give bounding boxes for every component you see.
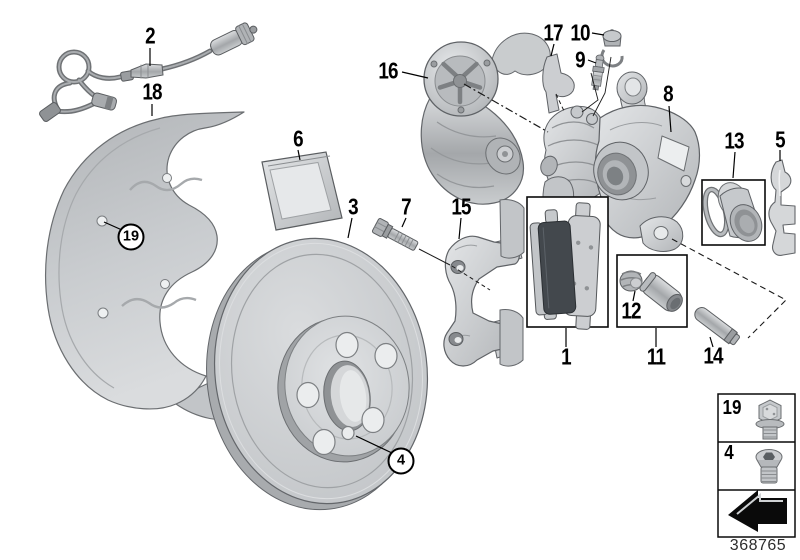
callout-15[interactable]: 15 (451, 193, 471, 220)
callout-14[interactable]: 14 (703, 342, 723, 369)
guide-pin (694, 307, 740, 346)
dust-cap (600, 29, 624, 68)
hex-flange-bolt-icon (755, 399, 785, 440)
callout-17[interactable]: 17 (543, 19, 563, 46)
inner-brake-pad (529, 209, 577, 320)
caliper-bridge-window (657, 135, 690, 172)
piston (717, 182, 763, 242)
guide-bushing (639, 272, 683, 312)
lug-holes (296, 331, 398, 456)
cable-plug (39, 102, 61, 122)
callout-10[interactable]: 10 (570, 19, 590, 46)
carrier-bolt (371, 218, 419, 251)
bleeder-valve (591, 54, 605, 91)
guide-bushing-box (616, 254, 688, 328)
leader-lines (103, 32, 781, 454)
cable-connector (210, 22, 258, 56)
caliper-guide-hole (653, 226, 669, 240)
callout-2[interactable]: 2 (145, 22, 155, 49)
callout-19-circled[interactable]: 19 (117, 223, 145, 251)
callout-6[interactable]: 6 (293, 125, 303, 152)
parking-brake-actuator (420, 32, 551, 205)
legend-table (717, 393, 796, 538)
callout-5[interactable]: 5 (775, 126, 785, 153)
callout-8[interactable]: 8 (663, 80, 673, 107)
piston-box (701, 179, 766, 246)
callout-3[interactable]: 3 (348, 193, 358, 220)
callout-11[interactable]: 11 (646, 343, 666, 370)
legend-row-4-label: 4 (724, 442, 734, 464)
callout-13[interactable]: 13 (724, 127, 744, 154)
brake-pads-box (526, 196, 609, 330)
wear-sensor-cable (39, 22, 258, 122)
caliper-housing (540, 71, 701, 252)
retaining-bracket (542, 53, 575, 114)
callout-16[interactable]: 16 (378, 57, 398, 84)
legend-row-19-label: 19 (722, 397, 742, 419)
callout-1[interactable]: 1 (561, 343, 571, 370)
pad-retaining-spring (768, 159, 796, 256)
replacement-arrow-icon (728, 490, 787, 532)
callout-12[interactable]: 12 (621, 297, 641, 324)
callout-9[interactable]: 9 (575, 46, 585, 73)
set-screw-hole-4 (341, 425, 355, 441)
grease-sachet (261, 151, 343, 231)
assembly-axis-lines (418, 56, 787, 339)
callout-18[interactable]: 18 (142, 78, 162, 105)
sensor-head (91, 92, 118, 111)
callout-7[interactable]: 7 (401, 193, 411, 220)
bushing-cap (619, 270, 643, 292)
callout-4-circled[interactable]: 4 (387, 447, 415, 475)
cable-crimp (130, 63, 164, 79)
sealing-plug-icon (755, 449, 783, 484)
shield-bolt-hole-19 (96, 215, 108, 227)
brake-disc (206, 237, 429, 511)
drawing-number: 368765 (729, 537, 787, 554)
